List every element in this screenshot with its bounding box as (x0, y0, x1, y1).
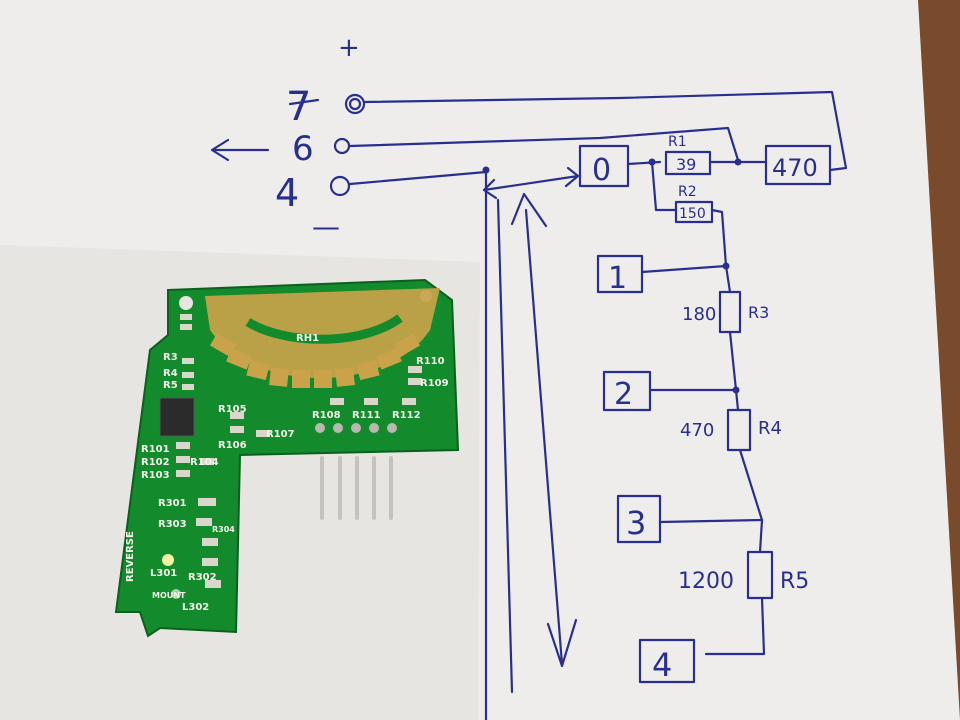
double-arrow (482, 166, 580, 200)
r4-value: 470 (680, 420, 714, 441)
box-4-label: 4 (652, 646, 672, 684)
pcb-label: R105 (218, 404, 247, 415)
pcb-board: RH1 R3 R4 R5 R101 R102 R103 (114, 278, 460, 638)
smd-components (176, 314, 422, 588)
pcb-label-mount: MOUNT (152, 591, 186, 600)
contact-pads (209, 333, 421, 388)
resistor-470-top (764, 144, 832, 186)
pcb-label: R109 (420, 378, 449, 389)
wire-to-r2 (650, 160, 678, 212)
r5-name: R5 (780, 569, 809, 594)
r470-top-value: 470 (772, 154, 818, 182)
wire-r2-node1 (710, 208, 728, 268)
r1-value: 39 (676, 155, 696, 174)
box-1 (596, 254, 644, 294)
box-0 (578, 144, 630, 188)
wire-pin6 (348, 126, 740, 162)
box-0-label: 0 (592, 153, 611, 188)
box-1-label: 1 (608, 261, 627, 296)
mount-hole-left (179, 296, 193, 310)
pcb-label: R301 (158, 498, 187, 509)
pcb-label: R304 (212, 525, 235, 534)
led-l301 (162, 554, 174, 566)
pcb-label: L301 (150, 568, 177, 579)
plus-sign: + (338, 33, 360, 63)
pin-label-6: 6 (292, 129, 314, 169)
pcb-label: R4 (163, 368, 178, 379)
pcb-label: R106 (218, 440, 247, 451)
wire-r5-top (758, 518, 764, 554)
pcb-label: L302 (182, 602, 209, 613)
pcb-label: R302 (188, 572, 217, 583)
pcb-label: R112 (392, 410, 421, 421)
wire-r5-bottom (704, 596, 766, 656)
pin4-terminal (329, 175, 351, 197)
junction (482, 166, 490, 174)
up-arrow-head (510, 192, 548, 228)
r2-name: R2 (678, 184, 697, 200)
junction (734, 158, 742, 166)
wire-r3-bottom (728, 330, 738, 392)
wire-pin7 (363, 90, 848, 172)
wire-r4-bottom (738, 448, 764, 522)
pcb-label: R103 (141, 470, 170, 481)
box-4 (638, 638, 696, 684)
pcb-label: R107 (266, 429, 295, 440)
box-3 (616, 494, 662, 544)
r5-value: 1200 (678, 569, 734, 594)
pcb-label-rh1: RH1 (296, 333, 319, 344)
r3-name: R3 (748, 303, 769, 322)
header-pins (320, 456, 393, 520)
pin7-terminal (344, 93, 366, 115)
pcb-label: R110 (416, 356, 445, 367)
wire-node3 (658, 518, 764, 524)
solder-pins (315, 423, 397, 433)
pcb-label: R101 (141, 444, 170, 455)
pcb-label: R102 (141, 457, 170, 468)
pin-label-7: 7 (286, 84, 311, 130)
resistor-r5 (746, 550, 774, 600)
pcb-label: R111 (352, 410, 381, 421)
schematic: + 7 6 4 — 0 R1 39 470 (210, 33, 848, 720)
wire-r4-top (734, 388, 740, 412)
pin-label-4: 4 (275, 171, 299, 215)
pcb-label: R3 (163, 352, 178, 363)
minus-sign: — (312, 210, 340, 243)
left-arrow (210, 138, 270, 162)
wire-node1 (640, 264, 728, 274)
r1-name: R1 (668, 134, 687, 150)
pcb-label-reverse: REVERSE (125, 531, 136, 582)
led-l302 (171, 589, 181, 599)
wire-r3-top (724, 264, 732, 294)
r3-value: 180 (682, 304, 716, 325)
pcb-label: R303 (158, 519, 187, 530)
r2-value: 150 (679, 206, 706, 222)
pcb-chip (159, 397, 195, 437)
wiper-travel-line (496, 198, 514, 694)
pcb-label: R108 (312, 410, 341, 421)
box-2-label: 2 (614, 377, 633, 412)
pin7-terminal-inner (348, 97, 362, 111)
pcb-label: R5 (163, 380, 178, 391)
box-3-label: 3 (626, 504, 646, 542)
r4-name: R4 (758, 418, 782, 439)
resistor-r2 (674, 200, 714, 224)
pin7-strike (288, 98, 320, 106)
pcb-label: R104 (190, 457, 219, 468)
down-arrow (524, 208, 578, 668)
